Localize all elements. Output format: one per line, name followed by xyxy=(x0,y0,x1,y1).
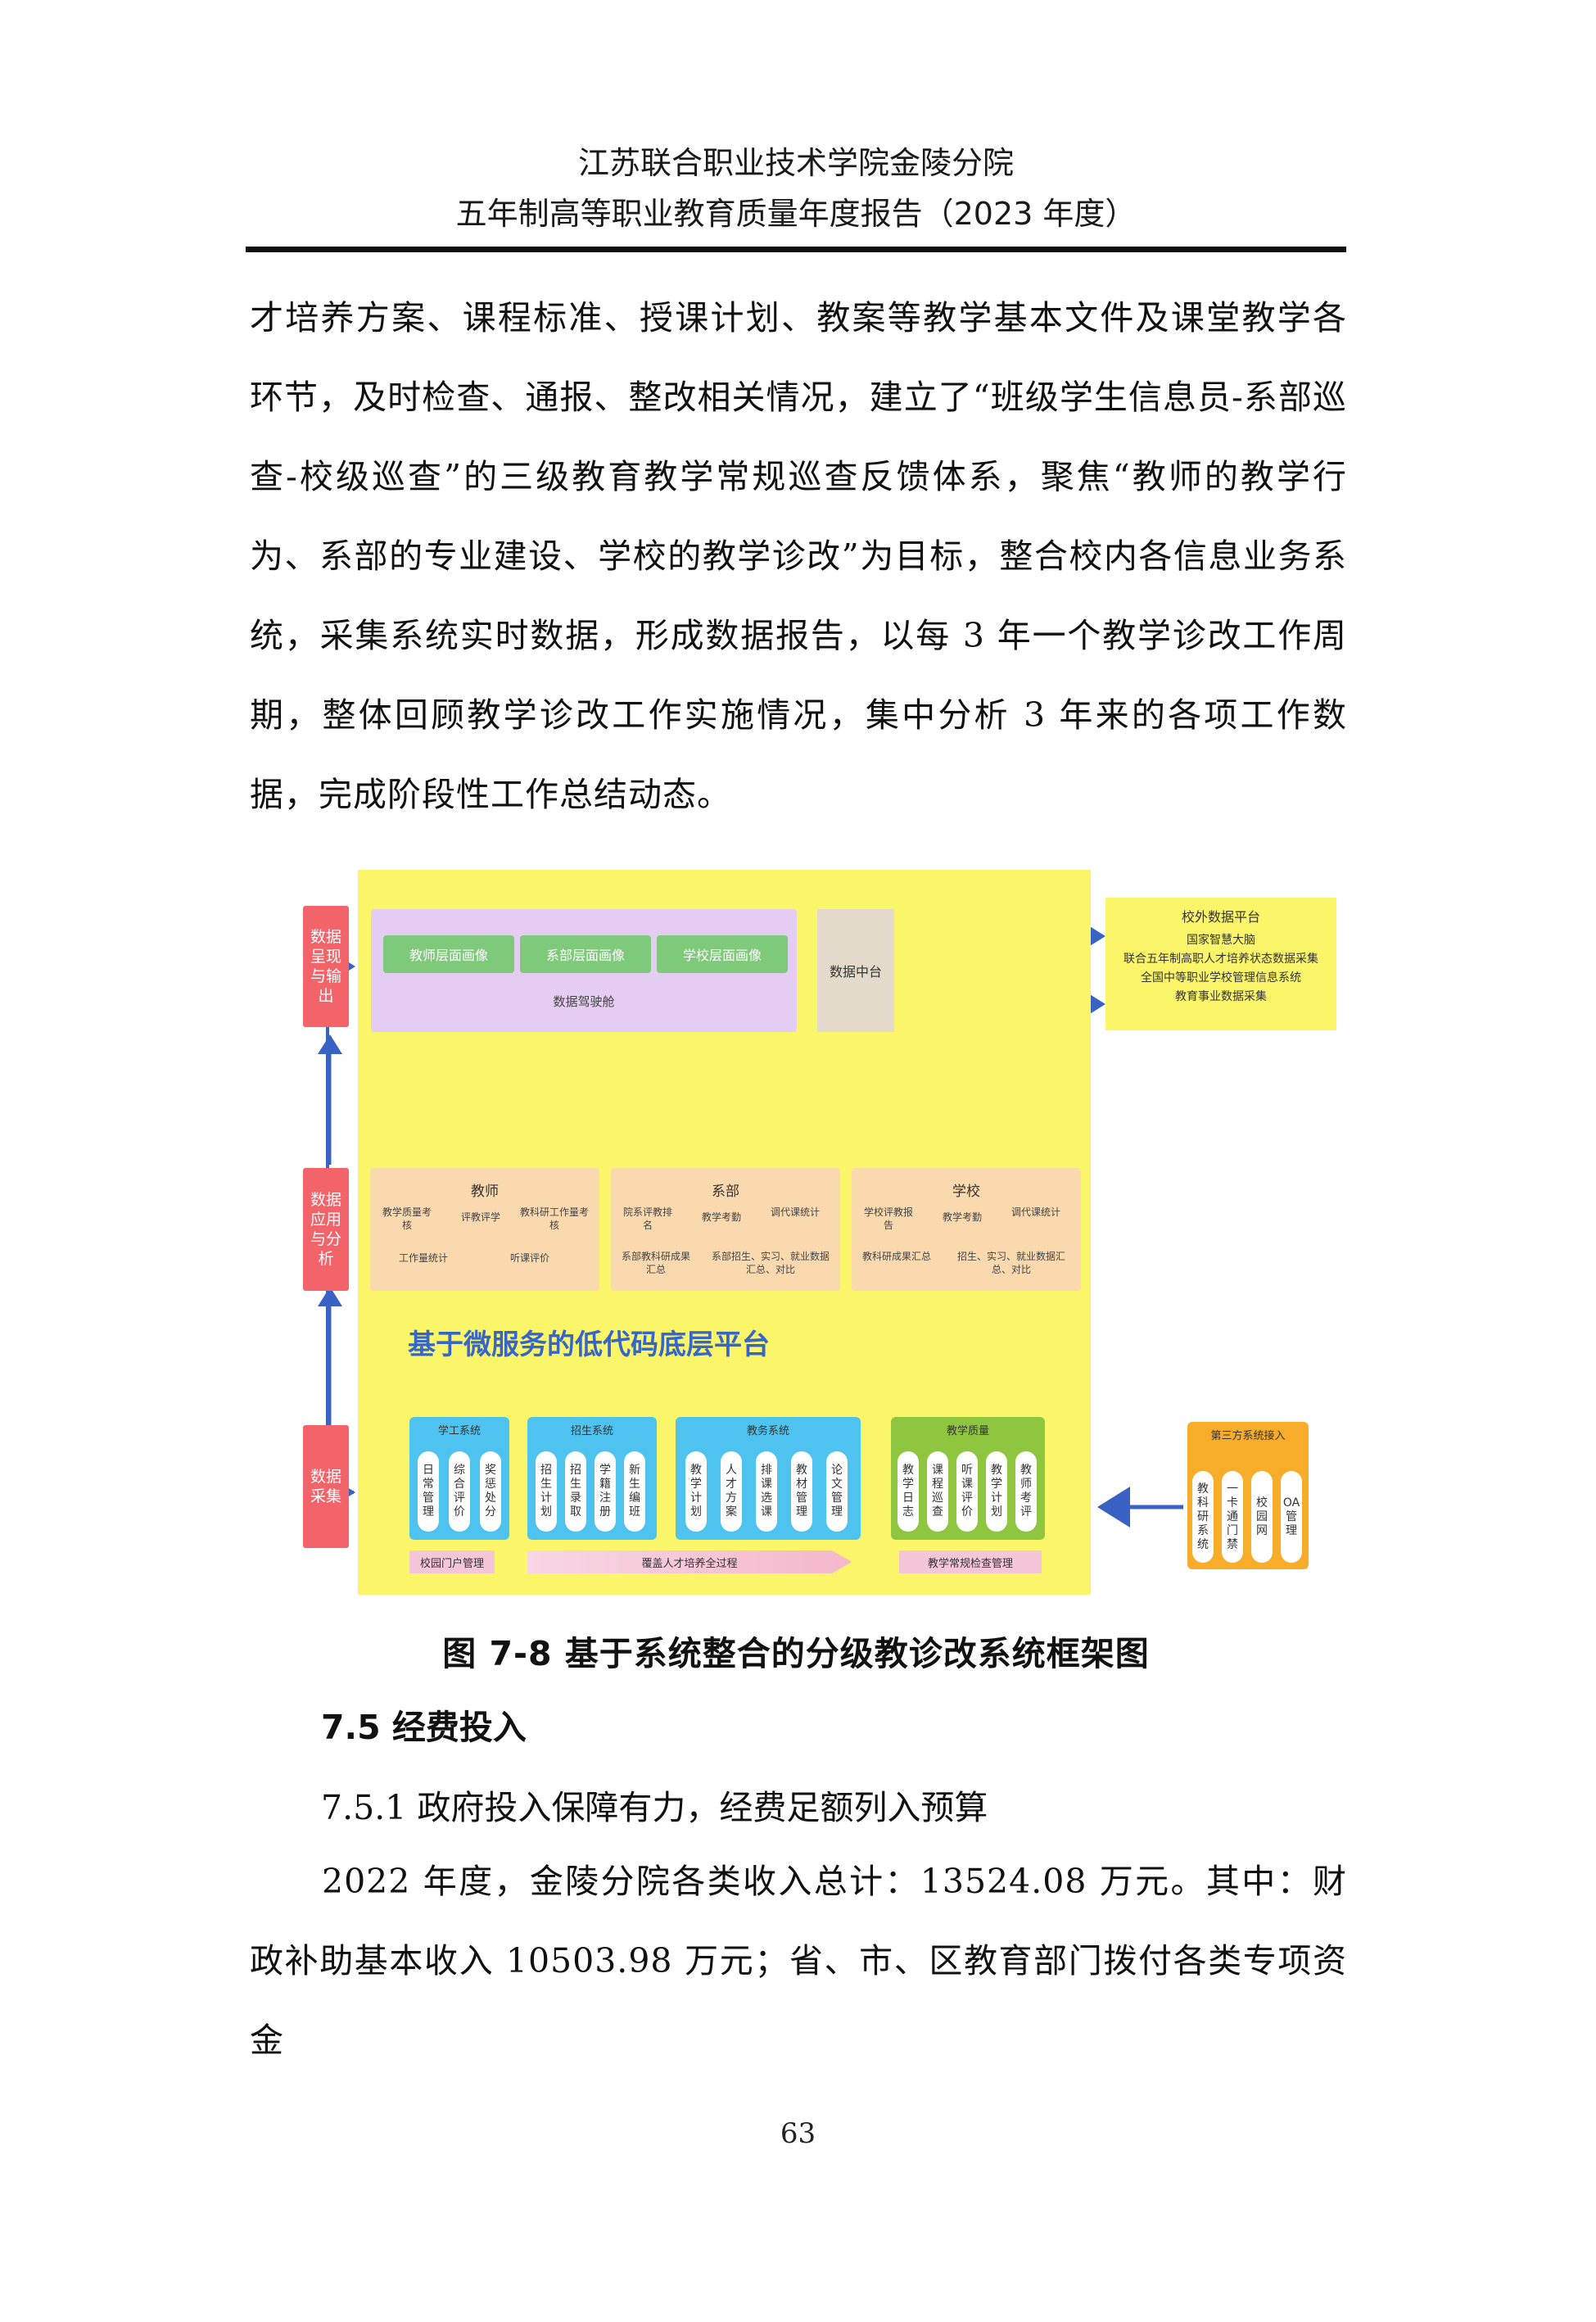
side-label-analysis: 数据应用与分析 xyxy=(303,1168,349,1291)
app-item: 教学质量考核 xyxy=(382,1206,432,1231)
app-box-department: 系部 院系评教排名 教学考勤 调代课统计 系部教科研成果汇总 系部招生、实习、就… xyxy=(611,1168,840,1291)
app-box-school: 学校 学校评教报告 教学考勤 调代课统计 教科研成果汇总 招生、实习、就业数据汇… xyxy=(852,1168,1081,1291)
school-portrait: 学校层面画像 xyxy=(657,935,788,973)
page-number: 63 xyxy=(780,2117,816,2150)
bottom-tag-inspection: 教学常规检查管理 xyxy=(899,1550,1042,1573)
paragraph-2: 2022 年度，金陵分院各类收入总计：13524.08 万元。其中：财政补助基本… xyxy=(250,1862,1347,2060)
system-item: 教师考评 xyxy=(1015,1451,1037,1532)
external-item: 全国中等职业学校管理信息系统 xyxy=(1141,971,1301,984)
app-item: 系部招生、实习、就业数据汇总、对比 xyxy=(711,1251,830,1275)
system-item: 教学日志 xyxy=(897,1451,919,1532)
system-student-affairs: 学工系统 日常管理 综合评价 奖惩处分 xyxy=(409,1417,509,1540)
system-item: 日常管理 xyxy=(418,1451,439,1532)
app-item: 教科研成果汇总 xyxy=(861,1251,931,1262)
app-item: 教学考勤 xyxy=(701,1211,741,1223)
app-box-teacher: 教师 教学质量考核 评教评学 教科研工作量考核 工作量统计 听课评价 xyxy=(370,1168,599,1291)
side-label-output: 数据呈现与输出 xyxy=(303,906,349,1027)
third-party-item: 教科研系统 xyxy=(1192,1471,1214,1563)
system-item: 招生录取 xyxy=(565,1451,586,1532)
system-teaching-quality: 教学质量 教学日志 课程巡查 听课评价 教学计划 教师考评 xyxy=(891,1417,1045,1540)
system-item: 人才方案 xyxy=(721,1451,742,1532)
system-item: 学籍注册 xyxy=(595,1451,616,1532)
third-party-item: 一卡通门禁 xyxy=(1222,1471,1243,1563)
system-item: 论文管理 xyxy=(826,1451,848,1532)
system-item: 招生计划 xyxy=(536,1451,557,1532)
external-item: 联合五年制高职人才培养状态数据采集 xyxy=(1124,953,1318,966)
bottom-tag-portal: 校园门户管理 xyxy=(409,1550,495,1573)
app-title: 学校 xyxy=(952,1184,980,1200)
system-admissions: 招生系统 招生计划 招生录取 学籍注册 新生编班 xyxy=(527,1417,657,1540)
app-item: 评教评学 xyxy=(460,1211,500,1223)
third-party-item: OA管理 xyxy=(1281,1471,1302,1563)
system-item: 新生编班 xyxy=(624,1451,645,1532)
app-item: 调代课统计 xyxy=(1010,1206,1060,1218)
system-title: 教学质量 xyxy=(946,1425,989,1437)
third-party-item: 校园网 xyxy=(1251,1471,1273,1563)
external-title: 校外数据平台 xyxy=(1181,909,1260,925)
section-title: 7.5 经费投入 xyxy=(321,1708,527,1747)
header-institution: 江苏联合职业技术学院金陵分院 xyxy=(577,145,1014,181)
system-item: 综合评价 xyxy=(449,1451,470,1532)
paragraph-1: 才培养方案、课程标准、授课计划、教案等教学基本文件及课堂教学各环节，及时检查、通… xyxy=(250,298,1347,814)
app-item: 调代课统计 xyxy=(770,1206,820,1218)
side-arrows xyxy=(318,1034,342,1425)
system-title: 教务系统 xyxy=(746,1425,789,1437)
app-item: 学校评教报告 xyxy=(863,1206,913,1231)
system-title: 学工系统 xyxy=(437,1425,481,1437)
framework-figure: 数据呈现与输出 数据应用与分析 数据采集 教师层面画像 系部层面画像 学校层面画… xyxy=(303,860,1343,1597)
app-title: 系部 xyxy=(712,1184,739,1200)
app-item: 工作量统计 xyxy=(398,1252,448,1264)
external-item: 教育事业数据采集 xyxy=(1175,990,1267,1003)
third-party-systems: 第三方系统接入 教科研系统 一卡通门禁 校园网 OA管理 xyxy=(1187,1422,1309,1569)
system-item: 教学计划 xyxy=(986,1451,1007,1532)
app-item: 系部教科研成果汇总 xyxy=(621,1251,690,1275)
app-item: 教科研工作量考核 xyxy=(519,1206,589,1231)
system-title: 招生系统 xyxy=(570,1425,613,1437)
system-academic-affairs: 教务系统 教学计划 人才方案 排课选课 教材管理 论文管理 xyxy=(676,1417,861,1540)
app-item: 院系评教排名 xyxy=(622,1206,672,1231)
low-code-platform-title: 基于微服务的低代码底层平台 xyxy=(408,1328,770,1361)
header-report-title: 五年制高等职业教育质量年度报告（2023 年度） xyxy=(455,196,1137,232)
third-party-title: 第三方系统接入 xyxy=(1210,1430,1286,1442)
bottom-tag-full-process: 覆盖人才培养全过程 xyxy=(527,1550,852,1573)
data-middle-platform: 数据中台 xyxy=(817,909,894,1032)
app-item: 招生、实习、就业数据汇总、对比 xyxy=(956,1251,1065,1275)
page-header: 江苏联合职业技术学院金陵分院 五年制高等职业教育质量年度报告（2023 年度） xyxy=(246,138,1346,239)
system-item: 课程巡查 xyxy=(927,1451,948,1532)
teacher-portrait: 教师层面画像 xyxy=(383,935,514,973)
department-portrait: 系部层面画像 xyxy=(520,935,651,973)
system-item: 教材管理 xyxy=(791,1451,812,1532)
app-item: 教学考勤 xyxy=(942,1211,982,1223)
app-title: 教师 xyxy=(471,1184,499,1200)
system-item: 教学计划 xyxy=(685,1451,707,1532)
header-rule xyxy=(246,247,1346,252)
system-item: 奖惩处分 xyxy=(480,1451,501,1532)
system-item: 听课评价 xyxy=(956,1451,978,1532)
external-item: 国家智慧大脑 xyxy=(1187,934,1255,947)
app-item: 听课评价 xyxy=(509,1252,549,1264)
external-data-platform: 校外数据平台 国家智慧大脑 联合五年制高职人才培养状态数据采集 全国中等职业学校… xyxy=(1105,898,1336,1030)
system-item: 排课选课 xyxy=(756,1451,777,1532)
dashboard-caption: 数据驾驶舱 xyxy=(553,994,615,1009)
figure-caption: 图 7-8 基于系统整合的分级教诊改系统框架图 xyxy=(442,1634,1150,1673)
subsection-title: 7.5.1 政府投入保障有力，经费足额列入预算 xyxy=(321,1788,988,1827)
side-label-collection: 数据采集 xyxy=(303,1425,349,1548)
